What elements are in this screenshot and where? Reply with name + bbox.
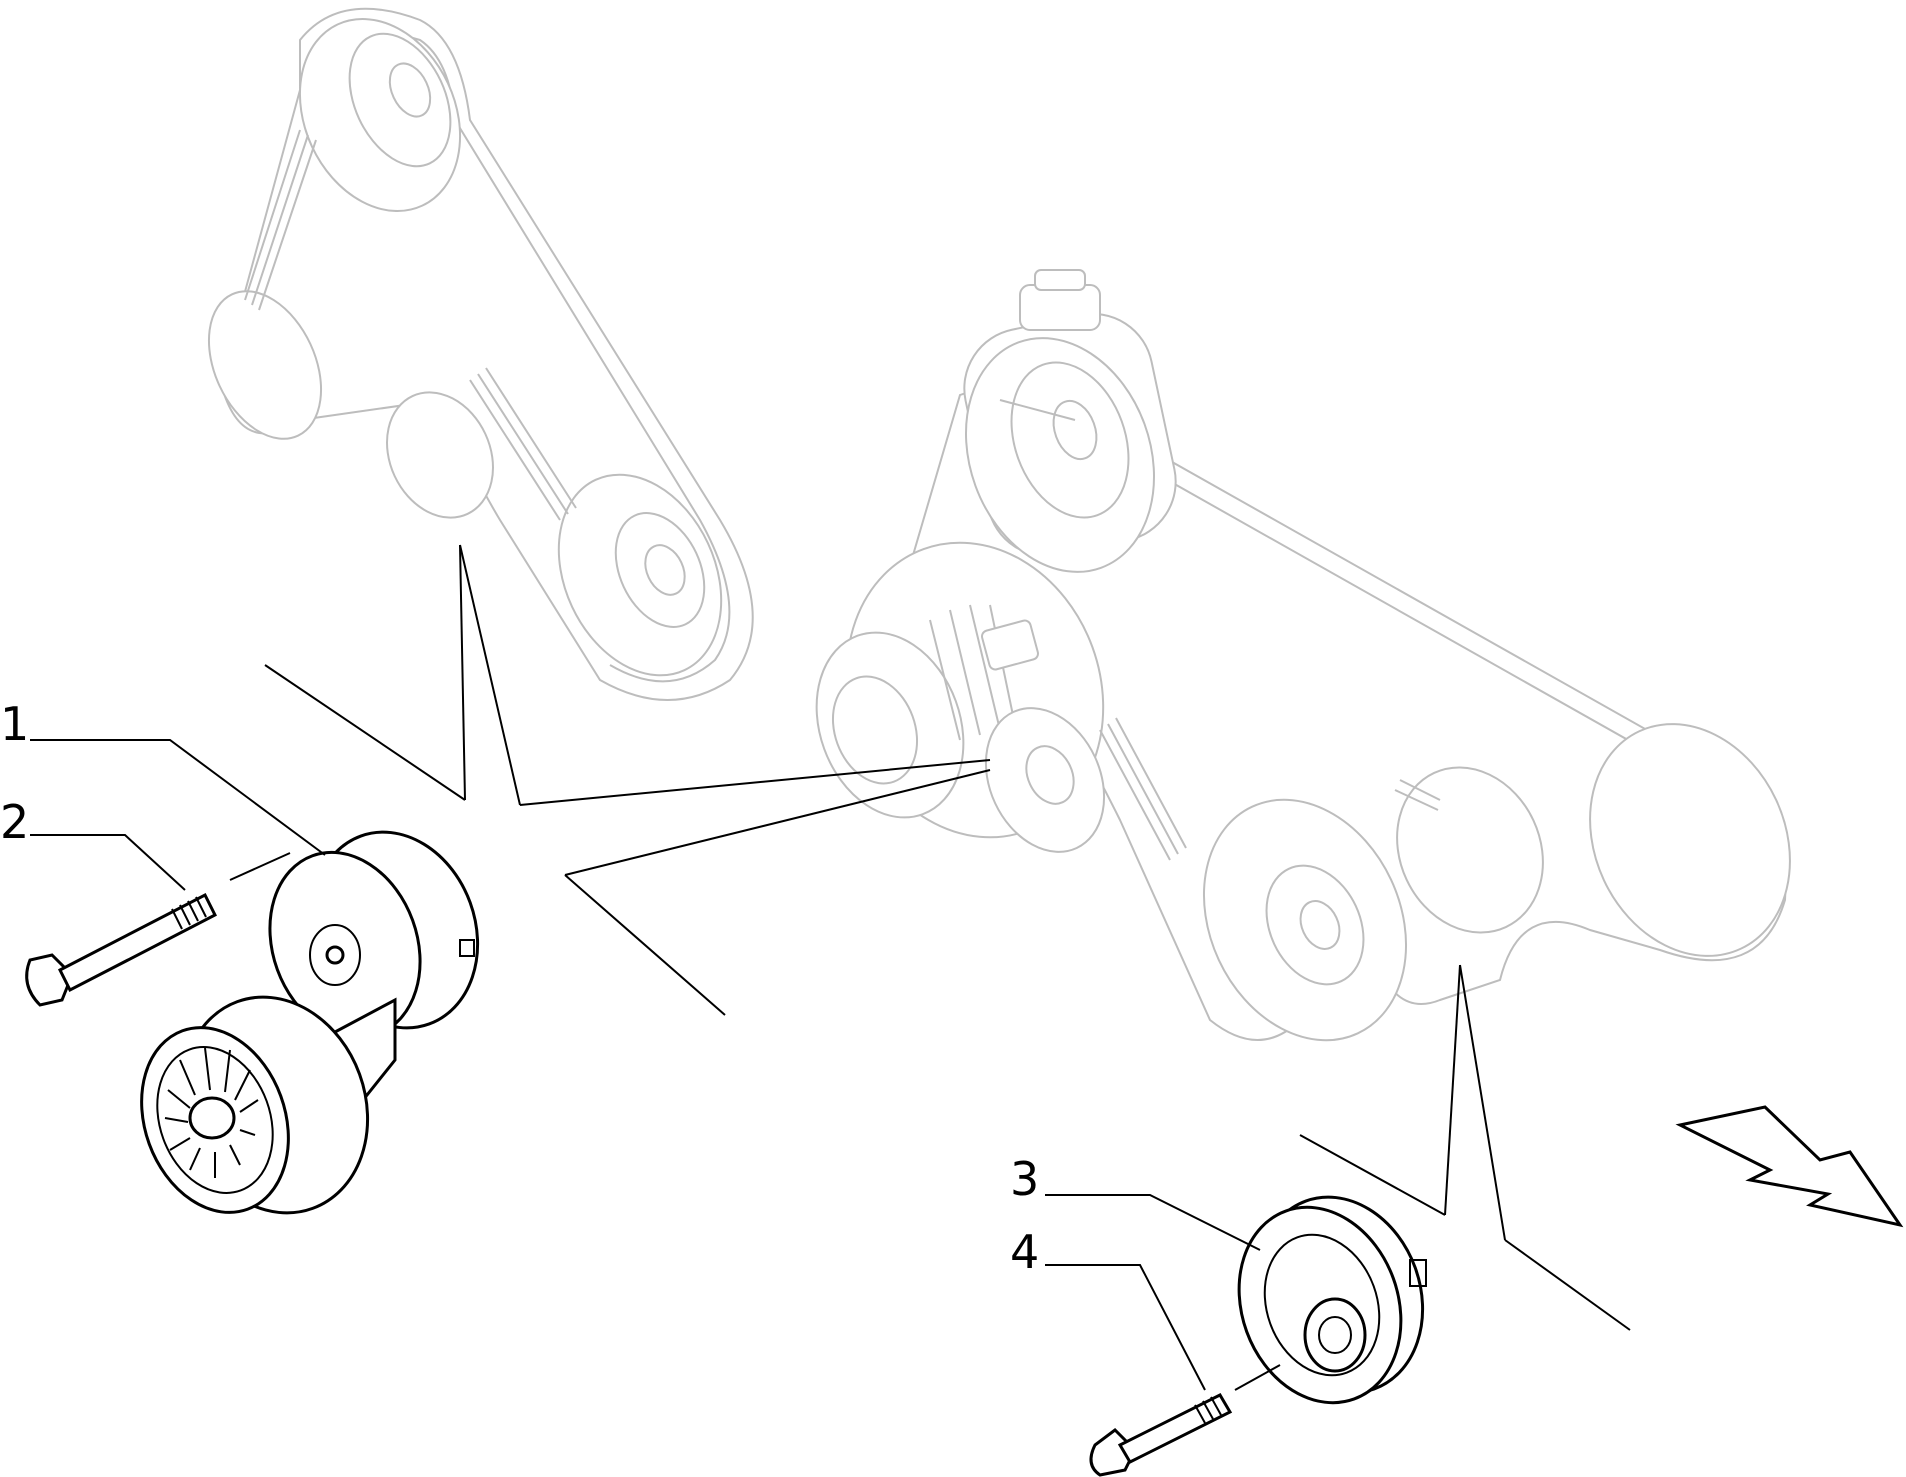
lower-belt-drive-ghost xyxy=(815,269,1791,1042)
upper-left-pulley xyxy=(207,290,323,440)
upper-belt-drive-ghost xyxy=(207,7,754,701)
callout-2: 2 xyxy=(0,795,29,849)
upper-idler-pulley xyxy=(386,391,494,519)
forward-arrow-icon xyxy=(1675,1105,1904,1228)
assembly-leader-lines xyxy=(264,544,1631,1331)
callout-1: 1 xyxy=(0,697,29,751)
callout-4: 4 xyxy=(1010,1225,1039,1279)
idler-pulley[interactable] xyxy=(1213,1174,1450,1426)
tensioner-assembly[interactable] xyxy=(117,809,505,1239)
idler-bolt[interactable] xyxy=(1089,1364,1281,1477)
callout-3: 3 xyxy=(1010,1152,1039,1206)
tensioner-bolt[interactable] xyxy=(25,852,291,1007)
lower-right-pulley xyxy=(1589,723,1791,957)
callout-leaders xyxy=(30,739,1261,1391)
